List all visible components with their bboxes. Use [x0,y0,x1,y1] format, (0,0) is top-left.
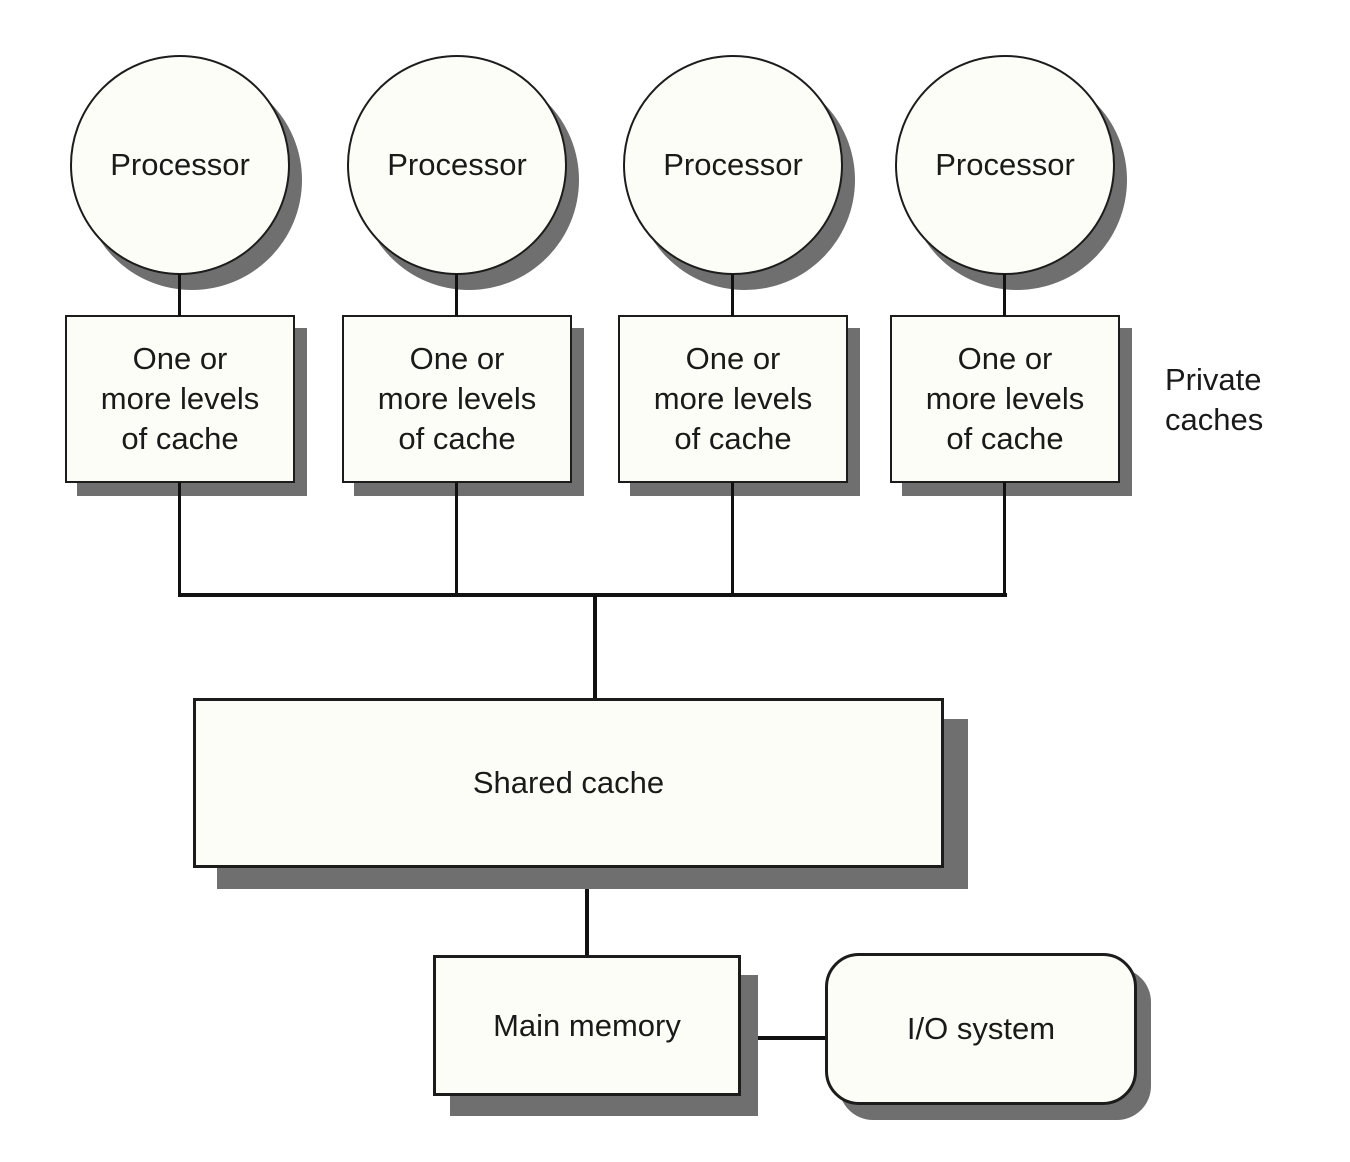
private-cache-box-1: One or more levels of cache [65,315,295,483]
io-system-box: I/O system [825,953,1137,1105]
cache-label-line2: more levels [925,381,1085,417]
cache-label-line3: of cache [398,420,516,456]
connector-processor1-cache1 [178,274,181,316]
connector-cache3-bus [731,482,734,597]
processor-node-4: Processor [895,55,1115,275]
processor-node-1: Processor [70,55,290,275]
processor-label: Processor [663,147,803,183]
private-cache-label: One or more levels of cache [654,339,813,458]
cache-label-line1: One or [132,341,228,377]
connector-processor3-cache3 [731,274,734,316]
connector-mainmemory-iosystem [741,1036,827,1040]
cache-label-line2: more levels [377,381,537,417]
main-memory-box: Main memory [433,955,741,1096]
private-cache-box-2: One or more levels of cache [342,315,572,483]
private-caches-annotation: Private caches [1165,360,1263,440]
processor-node-2: Processor [347,55,567,275]
io-system-label: I/O system [906,1011,1056,1047]
cache-label-line1: One or [409,341,505,377]
cache-label-line1: One or [685,341,781,377]
processor-label: Processor [387,147,527,183]
private-cache-box-4: One or more levels of cache [890,315,1120,483]
connector-processor4-cache4 [1003,274,1006,316]
processor-label: Processor [110,147,250,183]
annotation-line1: Private [1165,362,1262,397]
connector-processor2-cache2 [455,274,458,316]
shared-cache-label: Shared cache [472,765,665,801]
cache-label-line3: of cache [674,420,792,456]
cache-label-line2: more levels [100,381,260,417]
connector-bus-sharedcache [593,595,597,702]
private-cache-label: One or more levels of cache [926,339,1085,458]
private-cache-box-3: One or more levels of cache [618,315,848,483]
cache-label-line2: more levels [653,381,813,417]
main-memory-label: Main memory [493,1007,681,1043]
private-cache-label: One or more levels of cache [101,339,260,458]
processor-node-3: Processor [623,55,843,275]
connector-cache1-bus [178,482,181,597]
cache-label-line3: of cache [946,420,1064,456]
cache-label-line3: of cache [121,420,239,456]
connector-cache4-bus [1003,482,1006,597]
processor-label: Processor [935,147,1075,183]
private-cache-label: One or more levels of cache [378,339,537,458]
shared-cache-box: Shared cache [193,698,944,868]
cache-label-line1: One or [957,341,1053,377]
connector-sharedcache-mainmemory [585,866,589,958]
annotation-line2: caches [1165,402,1264,437]
bus-line [178,593,1007,597]
connector-cache2-bus [455,482,458,597]
